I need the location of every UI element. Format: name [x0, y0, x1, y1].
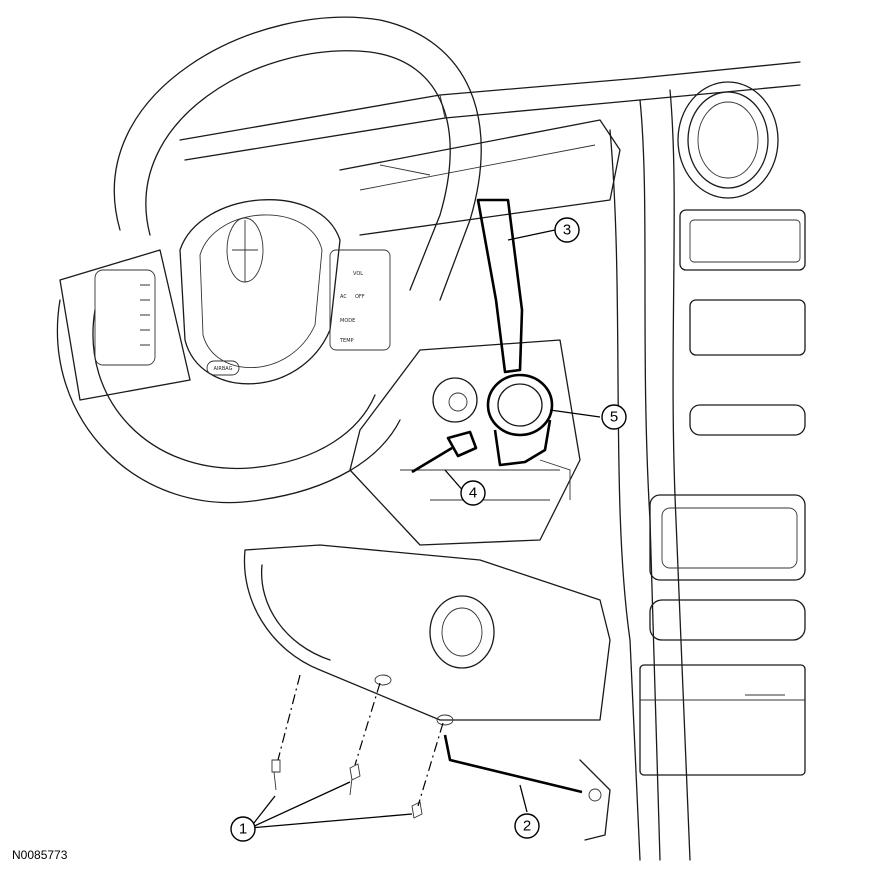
callout-5: 5	[601, 404, 627, 430]
part-4-connector	[411, 430, 478, 474]
airbag-badge	[206, 360, 240, 376]
round-vent	[677, 81, 779, 199]
callout-2: 2	[514, 813, 540, 839]
svg-text:1: 1	[239, 821, 247, 838]
svg-text:5: 5	[610, 409, 618, 426]
glove-box-panel	[639, 664, 806, 776]
switch-label-off: OFF	[355, 294, 365, 300]
steering-column	[349, 339, 581, 546]
ignition-opening	[429, 595, 495, 669]
switch-label-mode: MODE	[340, 318, 355, 324]
callout-4: 4	[460, 480, 486, 506]
ignition-lock-cylinder	[432, 377, 478, 423]
alignment-lines	[277, 674, 444, 807]
steering-wheel: AIRBAG VOL AC OFF MODE TEMP	[56, 16, 482, 504]
svg-text:3: 3	[563, 222, 571, 239]
right-spoke-switches: VOL AC OFF MODE TEMP	[329, 249, 391, 351]
part-1-screws	[271, 759, 423, 819]
radio-opening	[649, 494, 806, 581]
svg-text:2: 2	[523, 818, 531, 835]
switch-label-temp: TEMP	[339, 338, 354, 344]
instrument-panel	[179, 61, 806, 861]
part-3-trim-panel	[476, 198, 524, 374]
svg-text:4: 4	[469, 485, 477, 502]
left-spoke-switches	[94, 269, 156, 366]
airbag-badge-text: AIRBAG	[213, 366, 232, 372]
callout-1: 1	[230, 816, 256, 842]
leader-lines	[249, 229, 601, 829]
airbag-module: AIRBAG	[179, 199, 341, 385]
switch-label-vol: VOL	[353, 271, 363, 277]
screw-hole	[374, 674, 392, 686]
switch-label-ac: AC	[340, 294, 347, 300]
screw-hole	[436, 714, 454, 726]
part-5-transceiver	[486, 373, 554, 467]
display-opening	[679, 209, 806, 271]
reference-id: N0085773	[12, 848, 68, 862]
callout-3: 3	[554, 217, 580, 243]
part-2-lower-shroud	[243, 544, 611, 841]
